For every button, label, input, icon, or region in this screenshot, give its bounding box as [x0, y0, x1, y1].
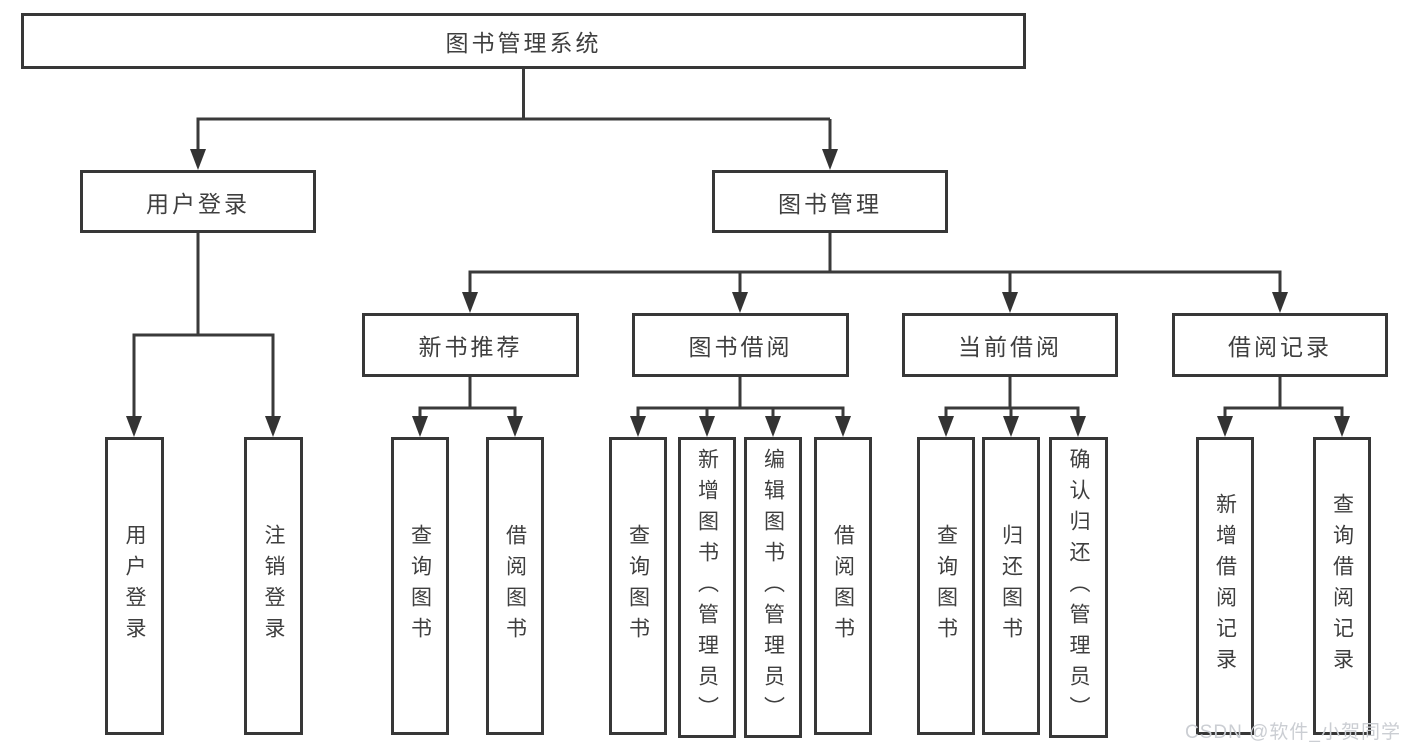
arrow-head [732, 292, 748, 313]
node-new-book-recommend: 新书推荐 [362, 313, 579, 377]
leaf-borrow-book-borrowing: 借阅图书 [814, 437, 872, 735]
leaf-user-login: 用户登录 [105, 437, 164, 735]
leaf-logout: 注销登录 [244, 437, 303, 735]
arrow-head [126, 416, 142, 437]
arrow-head [938, 416, 954, 437]
node-label: 当前借阅 [958, 334, 1062, 360]
arrow-head [1002, 292, 1018, 313]
node-label: 借阅记录 [1228, 334, 1332, 360]
arrow-head [699, 416, 715, 437]
csdn-watermark: CSDN @软件_小贺同学 [1185, 722, 1401, 743]
arrow-head [835, 416, 851, 437]
leaf-query-borrow-record: 查询借阅记录 [1313, 437, 1371, 735]
arrow-head [1272, 292, 1288, 313]
leaf-label: 归还图书 [999, 524, 1023, 648]
leaf-borrow-book-recommend: 借阅图书 [486, 437, 544, 735]
leaf-label: 编辑图书（管理员） [761, 448, 785, 727]
node-label: 用户登录 [146, 190, 250, 217]
arrow-head [190, 149, 206, 170]
node-label: 新书推荐 [418, 334, 523, 360]
node-label: 图书管理 [778, 190, 882, 217]
arrow-head [630, 416, 646, 437]
node-user-login: 用户登录 [80, 170, 316, 233]
leaf-query-book-current: 查询图书 [917, 437, 975, 735]
leaf-label: 确认归还（管理员） [1067, 448, 1090, 727]
leaf-label: 查询图书 [626, 524, 650, 648]
node-book-borrowing: 图书借阅 [632, 313, 849, 377]
leaf-confirm-return-admin: 确认归还（管理员） [1049, 437, 1108, 738]
arrow-head [412, 416, 428, 437]
leaf-label: 用户登录 [123, 524, 146, 648]
arrow-head [1334, 416, 1350, 437]
node-current-borrowing: 当前借阅 [902, 313, 1118, 377]
leaf-query-book-recommend: 查询图书 [391, 437, 449, 735]
leaf-add-borrow-record: 新增借阅记录 [1196, 437, 1254, 735]
arrow-head [507, 416, 523, 437]
arrow-head [265, 416, 281, 437]
node-borrow-records: 借阅记录 [1172, 313, 1388, 377]
leaf-label: 借阅图书 [831, 524, 855, 648]
arrow-head [462, 292, 478, 313]
leaf-return-book: 归还图书 [982, 437, 1040, 735]
arrow-head [765, 416, 781, 437]
leaf-label: 新增图书（管理员） [695, 448, 719, 727]
leaf-label: 查询图书 [934, 524, 958, 648]
leaf-query-book-borrowing: 查询图书 [609, 437, 667, 735]
leaf-label: 新增借阅记录 [1213, 493, 1237, 679]
arrow-head [1217, 416, 1233, 437]
leaf-label: 查询借阅记录 [1330, 493, 1354, 679]
leaf-label: 借阅图书 [503, 524, 527, 648]
node-label: 图书管理系统 [445, 30, 602, 56]
leaf-label: 注销登录 [262, 524, 285, 648]
arrow-head [822, 149, 838, 170]
node-book-management: 图书管理 [712, 170, 948, 233]
leaf-add-book-admin: 新增图书（管理员） [678, 437, 736, 738]
arrow-head [1003, 416, 1019, 437]
leaf-edit-book-admin: 编辑图书（管理员） [744, 437, 802, 738]
leaf-label: 查询图书 [408, 524, 432, 648]
arrow-head [1070, 416, 1086, 437]
node-label: 图书借阅 [688, 334, 793, 360]
node-library-system: 图书管理系统 [21, 13, 1026, 69]
